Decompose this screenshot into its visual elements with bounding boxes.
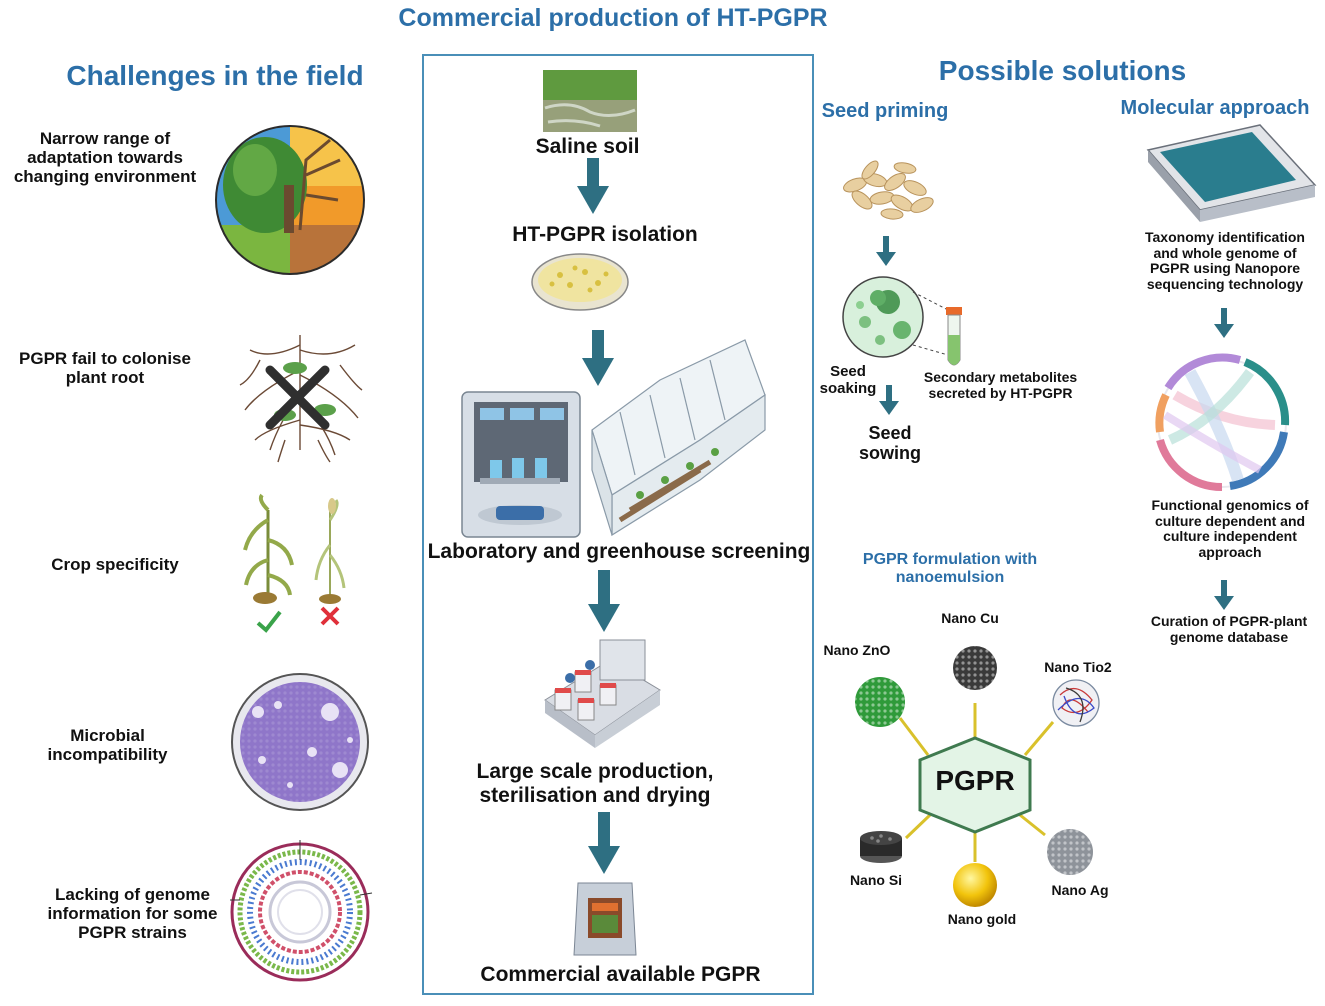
- bioreactor-icon: [544, 639, 661, 748]
- crop-plants-icon: [243, 493, 346, 633]
- seed-priming-arrows: [876, 236, 899, 415]
- greenhouse-icon: [591, 339, 766, 537]
- challenge-label-genome: Lacking of genome information for some P…: [47, 885, 218, 943]
- climate-change-icon: [215, 125, 365, 275]
- step-label-isolation: HT-PGPR isolation: [512, 223, 698, 246]
- pgpr-center-label: PGPR: [935, 765, 1015, 796]
- molecular-step-sequencing: Taxonomy identification and whole genome…: [1145, 229, 1305, 293]
- nano-ag-icon: [1047, 829, 1093, 875]
- production-arrows: [577, 158, 620, 874]
- saline-soil-photo: [543, 70, 637, 132]
- nano-connectors: [898, 703, 1055, 862]
- nano-tio2-label: Nano Tio2: [1044, 659, 1112, 675]
- seed-soaking-label: Seed soaking: [819, 363, 877, 397]
- challenge-label-crop: Crop specificity: [51, 555, 179, 574]
- nanopore-sequencer-icon: [1146, 124, 1317, 222]
- nano-gold-icon: [953, 863, 997, 907]
- x-mark-icon: [265, 362, 336, 430]
- nano-gold-label: Nano gold: [947, 911, 1017, 927]
- petri-dish-icon: [231, 673, 369, 811]
- nano-si-icon: [860, 831, 902, 863]
- genome-map-icon: [230, 840, 373, 982]
- chord-diagram-icon: [1155, 353, 1290, 492]
- nano-cu-label: Nano Cu: [941, 610, 999, 626]
- step-label-production: Large scale production, sterilisation an…: [476, 760, 714, 807]
- pgpr-hexagon: [918, 736, 1032, 834]
- metabolites-label: Secondary metabolites secreted by HT-PGP…: [923, 369, 1078, 401]
- soaking-circle-icon: [842, 276, 949, 358]
- step-label-screening: Laboratory and greenhouse screening: [427, 540, 811, 563]
- molecular-step-functional: Functional genomics of culture dependent…: [1151, 497, 1309, 561]
- product-bag-icon: [573, 882, 637, 956]
- nano-cu-icon: [953, 646, 997, 690]
- challenge-label-colonise: PGPR fail to colonise plant root: [19, 349, 191, 388]
- challenge-label-adaptation: Narrow range of adaptation towards chang…: [13, 129, 197, 187]
- molecular-title: Molecular approach: [1120, 97, 1310, 119]
- left-title: Challenges in the field: [66, 60, 364, 91]
- seeds-icon: [843, 160, 934, 220]
- center-title: Commercial production of HT-PGPR: [398, 4, 828, 32]
- isolation-petri-icon: [531, 253, 629, 311]
- molecular-step-curation: Curation of PGPR-plant genome database: [1150, 613, 1308, 645]
- nano-ag-label: Nano Ag: [1051, 882, 1109, 898]
- nano-zno-label: Nano ZnO: [823, 642, 891, 658]
- step-label-saline-soil: Saline soil: [535, 135, 640, 158]
- seed-sowing-label: Seed sowing: [859, 423, 921, 464]
- step-label-commercial: Commercial available PGPR: [480, 963, 761, 986]
- right-title: Possible solutions: [938, 55, 1187, 86]
- nano-tio2-icon: [1052, 679, 1100, 727]
- challenge-label-microbial: Microbial incompatibility: [47, 726, 168, 765]
- incubator-icon: [461, 391, 581, 538]
- nano-si-label: Nano Si: [849, 872, 903, 888]
- nano-zno-icon: [855, 677, 905, 727]
- seed-priming-title: Seed priming: [821, 100, 949, 122]
- molecular-arrows: [1214, 308, 1234, 610]
- test-tube-icon: [946, 307, 962, 366]
- production-panel: [422, 54, 814, 995]
- formulation-title: PGPR formulation with nanoemulsion: [862, 551, 1038, 586]
